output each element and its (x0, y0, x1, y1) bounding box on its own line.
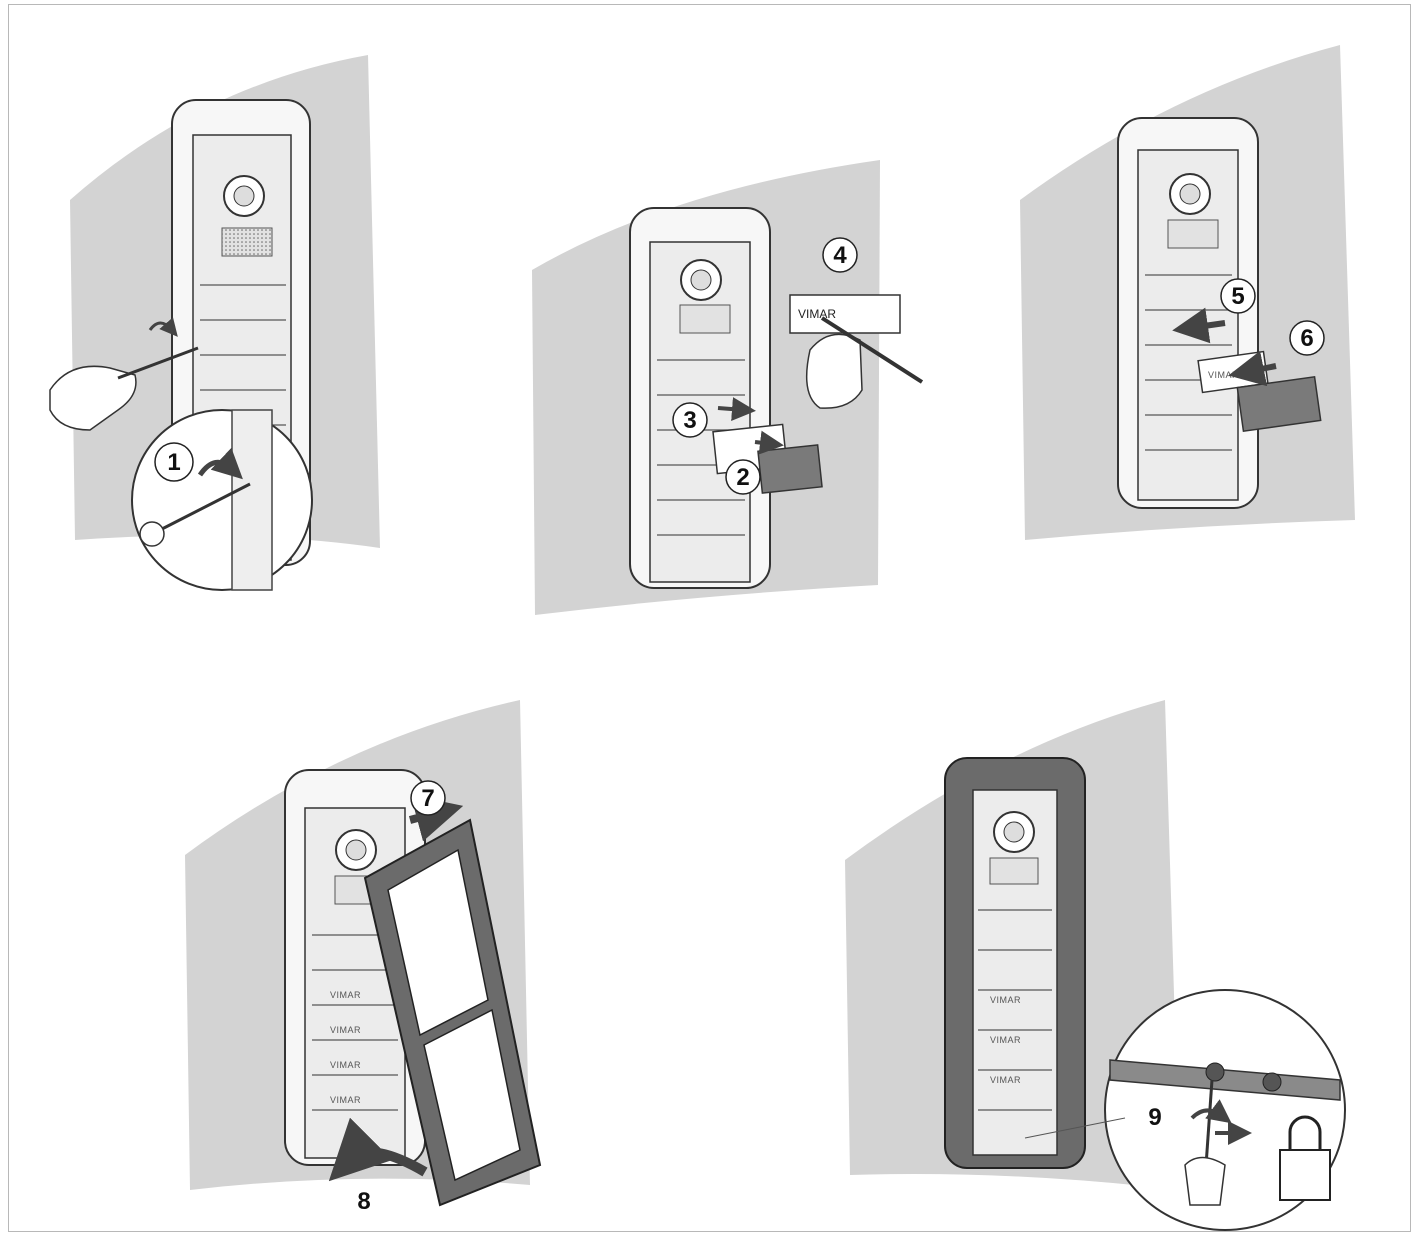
label-cover (757, 444, 823, 494)
cover-insert (1236, 375, 1322, 433)
pen-icon (820, 316, 924, 384)
unit-brand-1: VIMAR (990, 995, 1021, 1005)
panel-step-9: VIMAR VIMAR VIMAR 9 (845, 700, 1346, 1231)
panel-step-2-4: 3 2 VIMAR 4 (532, 160, 924, 615)
step-2-number: 2 (736, 464, 749, 491)
button-brand-2: VIMAR (330, 1025, 361, 1035)
detail-zoom-circle (131, 409, 313, 591)
lock-icon (1279, 1115, 1331, 1201)
speaker-grille (221, 227, 273, 257)
step-1-badge (154, 442, 194, 482)
writing-hand-icon (805, 333, 863, 409)
nameplate-card (789, 294, 901, 334)
figure-border (8, 4, 1411, 1232)
step-9-number: 9 (1148, 1104, 1161, 1131)
hand-icon (49, 365, 137, 431)
step-6-number: 6 (1300, 325, 1313, 352)
step-5-number: 5 (1231, 283, 1244, 310)
button-brand-3: VIMAR (330, 1060, 361, 1070)
panel-step-1: 1 (49, 55, 380, 591)
panel-step-7-8: VIMAR VIMAR VIMAR VIMAR 7 8 (185, 700, 542, 1215)
step-8-number: 8 (357, 1188, 370, 1215)
step-4-number: 4 (833, 242, 847, 269)
step-7-number: 7 (421, 785, 434, 812)
nameplate-inserted-text: VIMAR (1208, 370, 1239, 380)
panel-step-5-6: VIMAR 5 6 (1020, 45, 1355, 540)
step-3-number: 3 (683, 407, 696, 434)
nameplate-text: VIMAR (798, 307, 836, 321)
button-brand-4: VIMAR (330, 1095, 361, 1105)
step-1-number: 1 (167, 449, 180, 476)
unit-brand-2: VIMAR (990, 1035, 1021, 1045)
button-brand-1: VIMAR (330, 990, 361, 1000)
hand-icon-9 (1184, 1156, 1226, 1206)
unit-brand-3: VIMAR (990, 1075, 1021, 1085)
